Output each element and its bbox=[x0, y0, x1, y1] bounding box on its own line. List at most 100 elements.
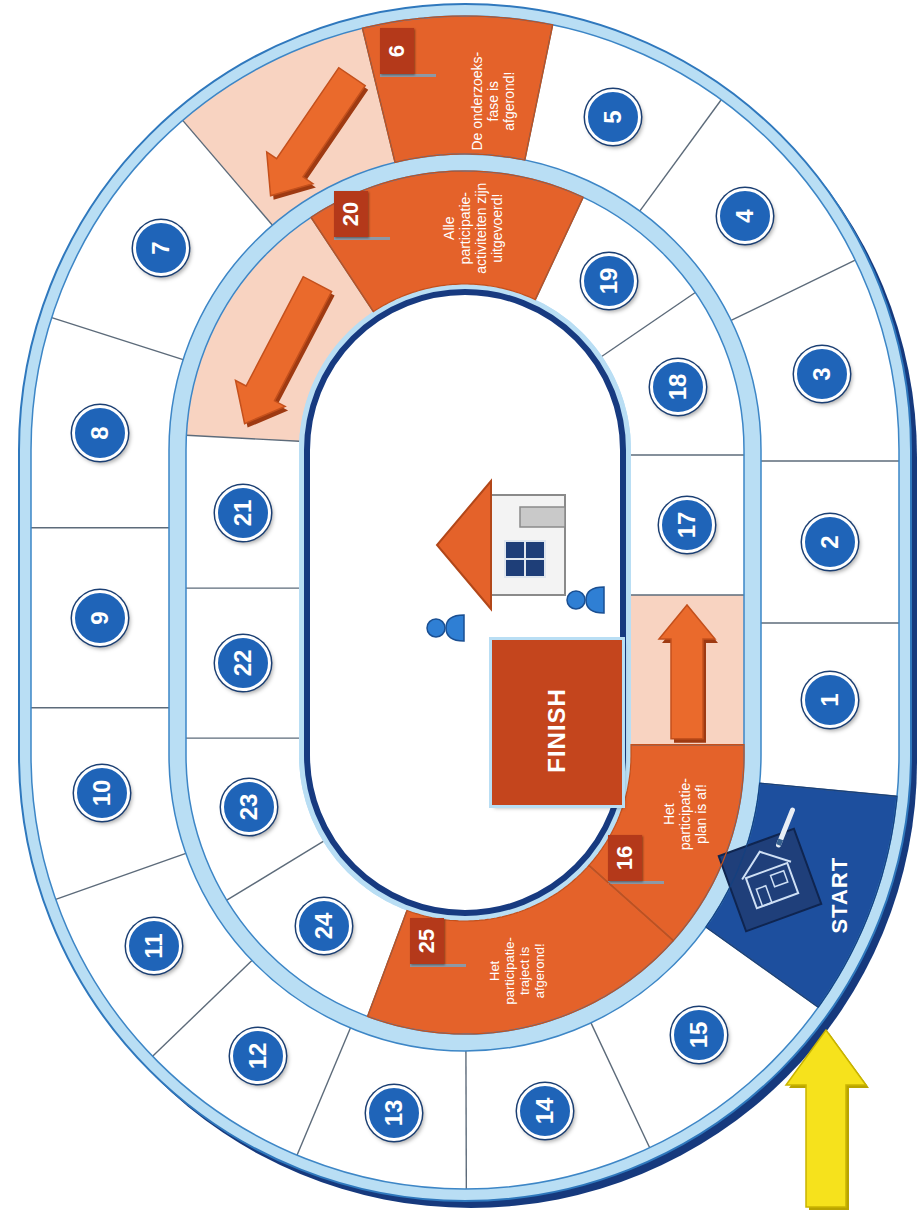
jump-arrow bbox=[236, 277, 335, 428]
number-space: 9 bbox=[72, 590, 128, 646]
space-number: 4 bbox=[720, 191, 770, 241]
arrow-body bbox=[267, 68, 366, 196]
number-space: 2 bbox=[802, 514, 858, 570]
number-space: 15 bbox=[671, 1007, 727, 1063]
finish-box: FINISH bbox=[492, 640, 622, 805]
space-number: 15 bbox=[674, 1010, 724, 1060]
hole-band bbox=[299, 284, 631, 921]
start-label: START bbox=[826, 855, 852, 935]
milestone-text: Het participatie- plan is af! bbox=[661, 768, 709, 860]
number-space: 7 bbox=[133, 220, 189, 276]
flag-number: 6 bbox=[380, 28, 414, 74]
jump-arrows bbox=[236, 68, 719, 743]
cell-divider bbox=[761, 460, 899, 461]
flag-pole bbox=[410, 964, 466, 967]
milestone-text: Het participatie- traject is afgerond! bbox=[489, 925, 549, 1015]
cell-divider bbox=[631, 454, 744, 455]
jump-arrow bbox=[267, 68, 369, 200]
board-track bbox=[19, 4, 911, 1201]
flag-pole bbox=[608, 881, 664, 884]
flag-pole bbox=[380, 74, 436, 77]
number-space: 24 bbox=[296, 898, 352, 954]
jump-arrow bbox=[659, 605, 718, 743]
number-space: 8 bbox=[72, 405, 128, 461]
space-outline bbox=[706, 783, 897, 1007]
number-space: 3 bbox=[794, 346, 850, 402]
number-space: 1 bbox=[802, 672, 858, 728]
cell-divider bbox=[227, 841, 323, 900]
space-number: 23 bbox=[224, 782, 274, 832]
space-number: 14 bbox=[520, 1086, 570, 1136]
number-space: 10 bbox=[74, 765, 130, 821]
space-number: 12 bbox=[233, 1031, 283, 1081]
board-cell bbox=[31, 318, 183, 528]
cell-divider bbox=[640, 100, 721, 211]
number-space: 18 bbox=[650, 359, 706, 415]
flag-pole bbox=[334, 237, 390, 240]
board-shadow bbox=[25, 11, 917, 1208]
space-outline bbox=[311, 171, 583, 312]
start-label-holder: START bbox=[826, 855, 852, 935]
cell-divider bbox=[591, 1023, 650, 1148]
board-cell bbox=[761, 461, 899, 623]
space-outline bbox=[368, 865, 674, 1034]
space-number: 3 bbox=[797, 349, 847, 399]
cell-divider bbox=[186, 737, 299, 738]
cell-divider bbox=[186, 435, 299, 441]
milestone-space: 25 Het participatie- traject is afgerond! bbox=[367, 865, 674, 1034]
milestone-text-holder: De onderzoeks- fase is afgerond! bbox=[469, 51, 517, 151]
number-space: 14 bbox=[517, 1083, 573, 1139]
cell-divider bbox=[52, 318, 183, 360]
space-number: 17 bbox=[662, 500, 712, 550]
number-space: 4 bbox=[717, 188, 773, 244]
start-space-outline bbox=[705, 783, 898, 1008]
finish-label-holder: FINISH bbox=[543, 660, 572, 800]
number-space: 22 bbox=[215, 635, 271, 691]
track-edge bbox=[169, 154, 761, 1051]
cell-divider bbox=[183, 120, 273, 225]
cell-divider bbox=[465, 1051, 467, 1189]
space-number: 21 bbox=[218, 488, 268, 538]
number-space: 12 bbox=[230, 1028, 286, 1084]
milestone-text-holder: Het participatie- plan is af! bbox=[661, 768, 709, 860]
space-number: 9 bbox=[75, 593, 125, 643]
space-outline bbox=[362, 16, 552, 162]
flag: 6 bbox=[380, 28, 414, 74]
board-cell bbox=[525, 25, 721, 211]
flag-number: 25 bbox=[410, 918, 444, 964]
cell-divider bbox=[761, 622, 899, 623]
cell-divider bbox=[297, 1028, 350, 1155]
blueprint-illustration bbox=[713, 810, 826, 931]
cell-divider bbox=[186, 587, 299, 588]
space-number: 5 bbox=[588, 92, 638, 142]
space-number: 1 bbox=[805, 675, 855, 725]
cell-divider bbox=[631, 594, 744, 595]
flag: 20 bbox=[334, 191, 368, 237]
flag-number: 20 bbox=[334, 191, 368, 237]
space-number: 19 bbox=[584, 256, 634, 306]
house-illustration bbox=[437, 481, 565, 609]
track-edge bbox=[186, 171, 744, 1034]
track-edge bbox=[31, 16, 899, 1189]
board-cell bbox=[631, 595, 744, 745]
cell-divider bbox=[731, 260, 855, 320]
space-number: 10 bbox=[77, 768, 127, 818]
milestone-text-holder: Het participatie- traject is afgerond! bbox=[489, 925, 549, 1015]
space-number: 13 bbox=[369, 1088, 419, 1138]
space-number: 24 bbox=[299, 901, 349, 951]
space-number: 18 bbox=[653, 362, 703, 412]
cell-divider bbox=[31, 707, 169, 708]
pawn-figure bbox=[427, 615, 464, 641]
board-cell bbox=[760, 623, 899, 797]
board-hole bbox=[307, 292, 623, 913]
space-number: 7 bbox=[136, 223, 186, 273]
milestone-text: Alle participatie- activiteiten zijn uit… bbox=[441, 180, 505, 276]
number-space: 13 bbox=[366, 1085, 422, 1141]
board-cell bbox=[631, 455, 744, 595]
number-space: 17 bbox=[659, 497, 715, 553]
board-cell bbox=[186, 588, 299, 738]
board-cell bbox=[362, 16, 552, 162]
cell-divider bbox=[31, 527, 169, 528]
